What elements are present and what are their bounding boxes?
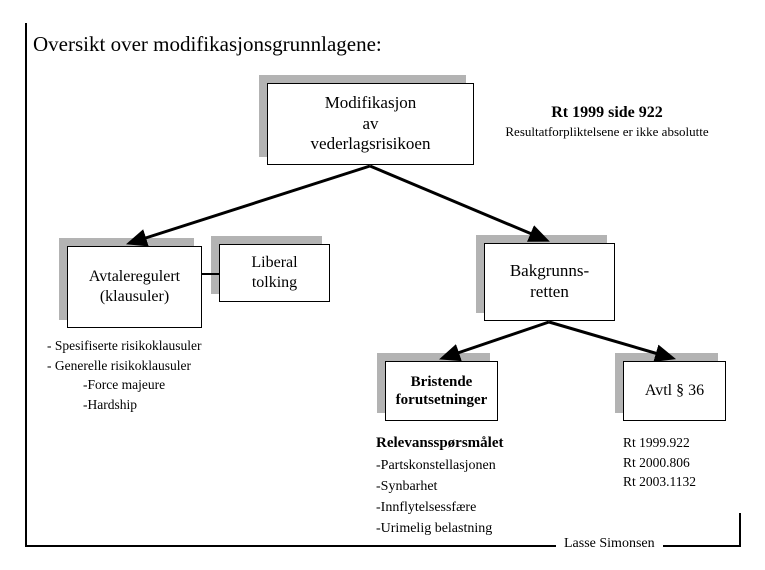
node-modifikasjon-line1: Modifikasjon	[324, 92, 417, 112]
frame-left-border	[25, 23, 27, 547]
node-liberal-tolking[interactable]: Liberal tolking	[219, 244, 330, 302]
annotation-klausuler-item-1: - Spesifiserte risikoklausuler	[47, 338, 202, 353]
node-bakgrunnsretten-line1: Bakgrunns-	[509, 261, 590, 281]
footer-signature: Lasse Simonsen	[556, 536, 663, 552]
node-bristende-line1: Bristende	[410, 373, 473, 390]
node-bristende-forutsetninger[interactable]: Bristende forutsetninger	[385, 361, 498, 421]
node-modifikasjon[interactable]: Modifikasjon av vederlagsrisikoen	[267, 83, 474, 165]
annotation-rt-ref-1: Rt 1999.922	[623, 435, 690, 450]
annotation-rt-1999: Rt 1999 side 922 Resultatforpliktelsene …	[478, 103, 736, 141]
annotation-relevansspoersmaalet: Relevansspørsmålet -Partskonstellasjonen…	[376, 432, 504, 539]
annotation-rt-ref-2: Rt 2000.806	[623, 454, 690, 470]
annotation-relevans-item-4: -Urimelig belastning	[376, 520, 493, 536]
arrow-modifikasjon-to-bakgrunnsretten	[369, 164, 550, 242]
node-avtl-36[interactable]: Avtl § 36	[623, 361, 726, 421]
annotation-relevans-item-1: -Partskonstellasjonen	[376, 457, 496, 473]
frame-right-border	[739, 513, 741, 547]
node-avtaleregulert[interactable]: Avtaleregulert (klausuler)	[67, 246, 202, 328]
page-title: Oversikt over modifikasjonsgrunnlagene:	[33, 32, 382, 56]
arrow-modifikasjon-to-avtaleregulert	[126, 164, 371, 247]
node-avtl36-line1: Avtl § 36	[644, 382, 705, 400]
node-bakgrunnsretten-line2: retten	[530, 282, 569, 301]
node-liberal-line1: Liberal	[251, 254, 298, 272]
annotation-rt-1999-heading: Rt 1999 side 922	[551, 104, 663, 121]
frame-bottom-border	[25, 545, 741, 547]
annotation-rt-1999-subtext: Resultatforpliktelsene er ikke absolutte	[505, 123, 709, 139]
node-bristende-line2: forutsetninger	[395, 392, 488, 408]
node-avtaleregulert-line1: Avtaleregulert	[88, 268, 181, 286]
node-modifikasjon-line2: av	[362, 113, 379, 133]
annotation-klausuler-item-3: -Force majeure	[83, 377, 166, 393]
connector-avtaleregulert-liberal	[201, 273, 220, 275]
node-bakgrunnsretten[interactable]: Bakgrunns- retten	[484, 243, 615, 321]
annotation-klausuler-item-2: - Generelle risikoklausuler	[47, 357, 191, 373]
annotation-rt-ref-3: Rt 2003.1132	[623, 474, 697, 490]
annotation-relevans-item-3: -Innflytelsessfære	[376, 499, 477, 515]
annotation-rt-references: Rt 1999.922 Rt 2000.806 Rt 2003.1132	[623, 433, 696, 492]
annotation-klausuler-list: - Spesifiserte risikoklausuler - Generel…	[47, 336, 201, 414]
annotation-relevans-item-2: -Synbarhet	[376, 478, 438, 494]
node-modifikasjon-line3: vederlagsrisikoen	[310, 134, 431, 154]
annotation-klausuler-item-4: -Hardship	[83, 396, 137, 412]
node-liberal-line2: tolking	[251, 274, 298, 291]
node-avtaleregulert-line2: (klausuler)	[99, 288, 170, 305]
annotation-relevans-heading: Relevansspørsmålet	[376, 435, 504, 451]
